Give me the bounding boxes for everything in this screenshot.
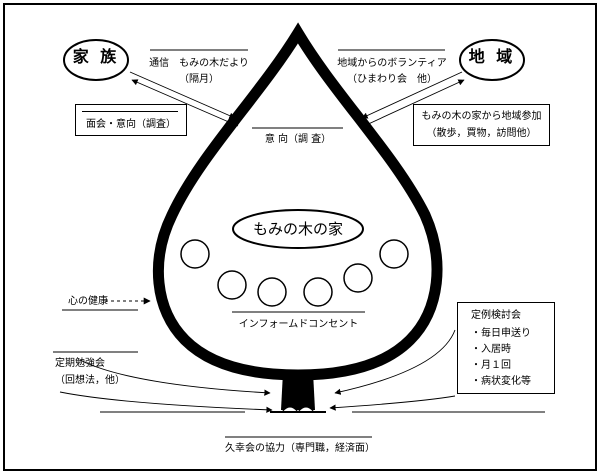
review-box: 定例検討会 ・毎日申送り ・入居時 ・月１回 ・病状変化等 <box>457 302 555 394</box>
review-item: ・入居時 <box>471 344 511 355</box>
cooperation-label: 久幸会の協力（専門職，経済面） <box>225 443 375 454</box>
arrow-tree-to-family <box>131 79 239 127</box>
volunteer-groups-label: （ひまわり会 他） <box>347 74 437 85</box>
informed-consent-label: インフォームドコンセント <box>238 319 359 330</box>
study-label: 定期勉強会 <box>55 358 105 369</box>
arrow-study-upper <box>79 359 271 396</box>
interview-box-rule <box>82 111 178 112</box>
arrow-review-upper <box>334 329 456 395</box>
volunteer-label: 地域からのボランティア <box>337 58 447 69</box>
study-method-label: （回想法，他） <box>55 375 125 386</box>
mental-health-label: 心の健康 <box>68 296 108 307</box>
newsletter-frequency-label: （隔月） <box>179 74 219 85</box>
trunk <box>281 372 315 410</box>
intention-label: 意 向（調 査） <box>264 134 332 145</box>
participation-activities-label: （散歩，買物，訪問他） <box>426 128 537 139</box>
interview-label: 面会・意向（調査） <box>86 119 176 130</box>
participation-box: もみの木の家から地域参加 （散歩，買物，訪問他） <box>413 104 550 146</box>
resident-circle <box>180 239 210 269</box>
resident-circle <box>303 277 333 307</box>
review-item: ・毎日申送り <box>471 328 531 339</box>
interview-box: 面会・意向（調査） <box>75 104 187 136</box>
family-oval <box>63 39 129 81</box>
arrow-tree-to-region <box>363 79 465 127</box>
outer-border <box>3 3 597 471</box>
resident-circle <box>257 277 287 307</box>
region-label: 地 域 <box>468 47 516 66</box>
arrow-study-lower <box>59 391 273 413</box>
region-oval <box>459 39 525 81</box>
review-title: 定例検討会 <box>471 310 521 321</box>
review-item: ・月１回 <box>471 360 511 371</box>
resident-circle <box>217 270 247 300</box>
resident-circle <box>379 239 409 269</box>
arrow-family-to-tree <box>129 71 236 119</box>
home-oval <box>232 209 364 249</box>
family-label: 家 族 <box>72 47 120 66</box>
review-item: ・病状変化等 <box>471 376 531 387</box>
arrow-region-to-tree <box>361 71 463 119</box>
participation-label: もみの木の家から地域参加 <box>421 111 542 122</box>
home-label: もみの木の家 <box>252 220 343 238</box>
trunk-root-right <box>297 406 315 413</box>
trunk-root-left <box>281 406 299 413</box>
resident-circle <box>343 263 373 293</box>
newsletter-label: 通信 もみの木だより <box>149 58 249 69</box>
arrow-review-lower <box>329 395 456 411</box>
